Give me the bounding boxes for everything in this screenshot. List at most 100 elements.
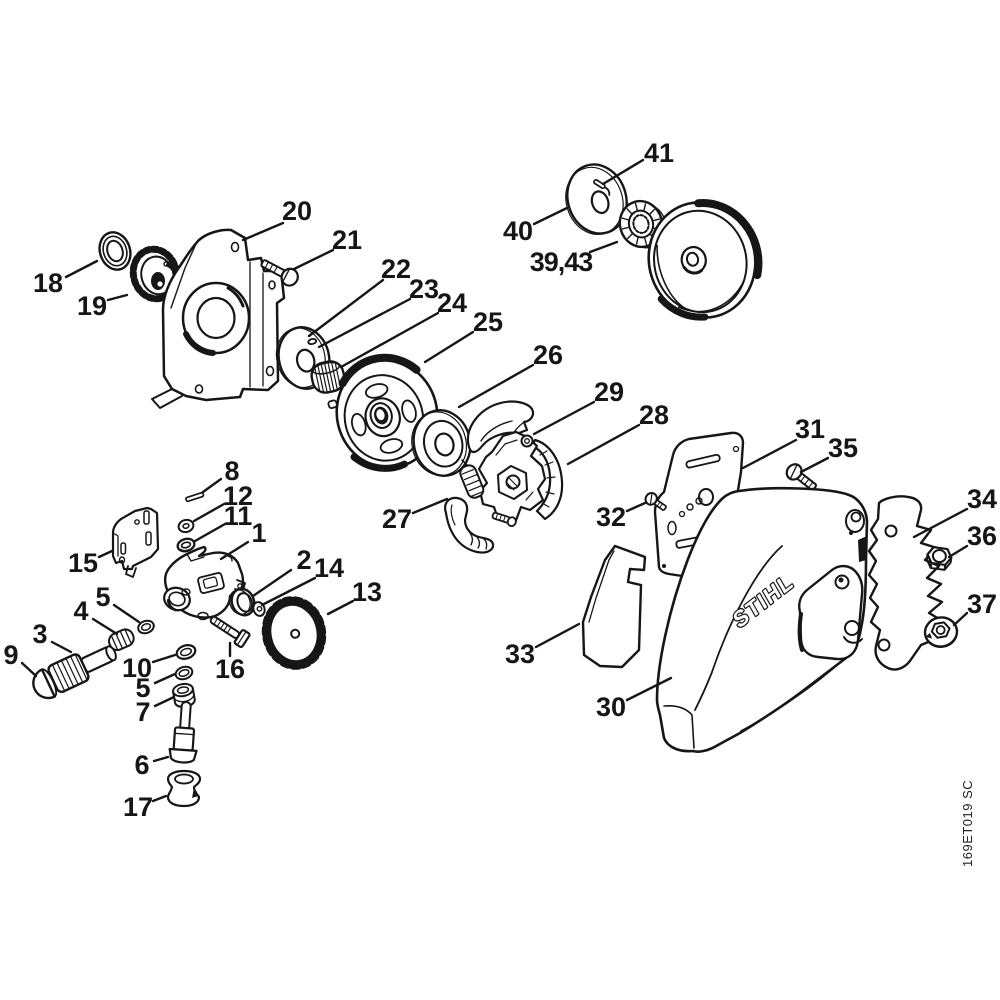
leader-line-33 xyxy=(534,622,581,649)
leader-line-29 xyxy=(532,400,596,436)
leader-line-5b xyxy=(153,672,177,685)
leader-line-3 xyxy=(50,640,73,654)
part-label-31: 31 xyxy=(795,414,825,444)
leader-line-13 xyxy=(326,599,355,616)
part-label-21: 21 xyxy=(332,225,362,255)
part-11-ring xyxy=(176,537,196,553)
part-41-pin xyxy=(593,179,606,190)
leader-line-25 xyxy=(423,330,475,364)
part-label-8: 8 xyxy=(224,456,239,486)
leader-line-5a xyxy=(112,603,141,624)
leader-line-3943 xyxy=(588,240,619,254)
part-label-1: 1 xyxy=(251,518,266,548)
leader-line-2 xyxy=(251,568,293,598)
part-5a-ring xyxy=(137,619,155,635)
leader-line-12 xyxy=(192,502,226,523)
part-12-washer xyxy=(177,518,195,534)
part-2-bushing xyxy=(228,587,256,617)
leader-line-7 xyxy=(153,695,176,708)
part-label-19: 19 xyxy=(77,291,107,321)
part-21-screw xyxy=(260,259,299,287)
part-label-2: 2 xyxy=(296,545,311,575)
part-label-16: 16 xyxy=(215,654,245,684)
part-26-washer xyxy=(411,409,472,477)
clutch-drum-rim xyxy=(647,199,763,321)
part-6-pump-piston xyxy=(168,701,198,764)
part-label-5a: 5 xyxy=(95,582,110,612)
part-4-spring xyxy=(108,628,135,652)
leader-line-6 xyxy=(152,755,170,763)
part-33-guide-plate xyxy=(581,544,647,669)
leader-line-24 xyxy=(339,311,440,369)
part-19-worm-gear xyxy=(129,245,181,303)
part-5b-ring xyxy=(174,665,194,681)
part-29-clutch-shoe xyxy=(466,400,535,454)
part-label-9: 9 xyxy=(3,640,18,670)
part-label-11: 11 xyxy=(224,501,253,531)
part-8-pin xyxy=(185,491,205,503)
part-28-clutch-assembly xyxy=(459,430,564,528)
leader-line-21 xyxy=(292,248,335,271)
leader-line-35 xyxy=(799,456,830,474)
part-label-26: 26 xyxy=(533,340,563,370)
part-label-6: 6 xyxy=(134,750,149,780)
leader-line-18 xyxy=(64,259,99,279)
part-27-clutch-shoe xyxy=(444,496,495,554)
part-37-collar-nut xyxy=(923,616,959,648)
part-20-housing-plate xyxy=(151,228,286,409)
part-label-32: 32 xyxy=(596,502,626,532)
part-label-3943: 39,43 xyxy=(530,247,594,277)
part-label-24: 24 xyxy=(437,288,467,318)
part-label-29: 29 xyxy=(594,377,624,407)
part-15-bracket xyxy=(111,506,160,578)
leader-line-20 xyxy=(241,221,285,242)
leader-line-31 xyxy=(741,438,798,470)
leader-line-30 xyxy=(625,676,673,702)
part-label-33: 33 xyxy=(505,639,535,669)
leader-line-36 xyxy=(947,544,969,559)
leader-line-40 xyxy=(532,206,569,226)
leader-line-27 xyxy=(411,497,449,515)
labels-layer: 181920212223242526292827404139,433135323… xyxy=(3,138,997,822)
part-label-15: 15 xyxy=(68,548,98,578)
leader-line-19 xyxy=(106,293,129,302)
leader-line-26 xyxy=(457,363,535,409)
part-36-nut xyxy=(925,546,953,571)
leader-line-4 xyxy=(91,617,119,636)
part-label-17: 17 xyxy=(123,792,153,822)
part-40-washer-disc xyxy=(565,163,628,235)
leader-line-11 xyxy=(193,522,227,543)
part-30-chain-sprocket-cover: STIHL xyxy=(655,486,869,753)
part-label-22: 22 xyxy=(381,254,411,284)
leader-line-17 xyxy=(151,794,168,803)
part-label-40: 40 xyxy=(503,216,533,246)
part-label-13: 13 xyxy=(352,577,382,607)
part-3-adjusting-screw xyxy=(47,645,117,694)
part-label-4: 4 xyxy=(73,596,88,626)
leader-line-34 xyxy=(912,507,969,539)
leader-line-10 xyxy=(151,653,177,664)
leader-line-32 xyxy=(625,501,647,513)
part-label-23: 23 xyxy=(409,274,439,304)
leader-line-14 xyxy=(260,576,317,607)
part-label-5b: 5 xyxy=(135,673,150,703)
part-35-screw xyxy=(785,463,817,491)
part-label-37: 37 xyxy=(967,589,997,619)
leader-line-23 xyxy=(317,297,412,349)
part-label-7: 7 xyxy=(135,697,150,727)
part-1-oil-pump-body xyxy=(163,545,246,621)
part-18-washer xyxy=(98,231,132,271)
leader-line-15 xyxy=(97,549,114,559)
part-9-cap xyxy=(32,668,58,700)
part-label-14: 14 xyxy=(314,553,344,583)
part-label-41: 41 xyxy=(644,138,674,168)
part-label-27: 27 xyxy=(382,504,412,534)
leader-line-9 xyxy=(20,661,38,678)
part-16-screw xyxy=(209,615,251,649)
plate-code: 169ET019 SC xyxy=(960,779,975,867)
part-label-30: 30 xyxy=(596,692,626,722)
part-label-3: 3 xyxy=(32,619,47,649)
leader-line-37 xyxy=(952,611,969,627)
